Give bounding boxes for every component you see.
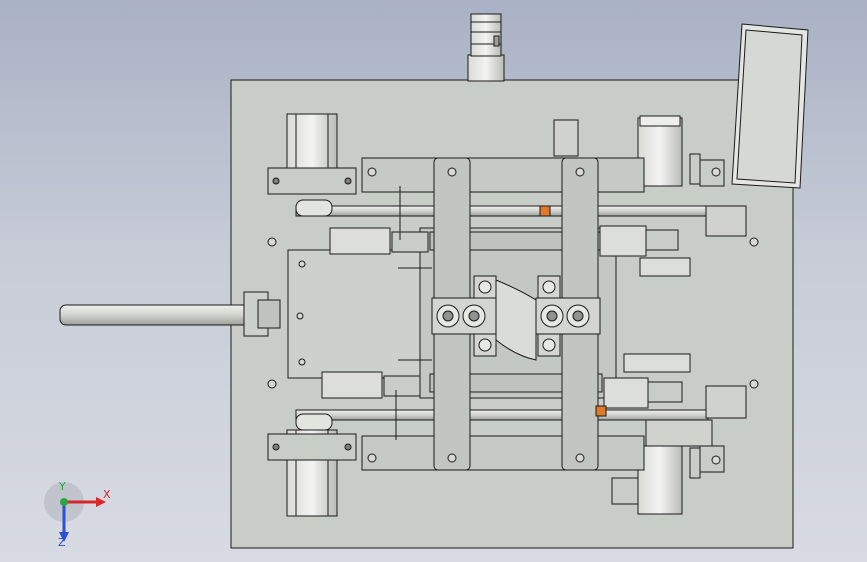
cylinder-top-right [599,225,647,257]
cylinder-bottom-left [321,371,383,399]
cylinder-top-left [329,227,391,255]
y-axis-label: Y [58,480,66,493]
bearing-block-left [431,297,497,335]
bottom-rail-plate [361,435,645,471]
left-cylinder-rod [59,291,281,337]
bottom-rod [295,409,709,421]
cylinder-bottom-right [603,377,649,409]
lower-guide-rail [429,373,603,393]
bracket-right-upper [705,205,747,237]
top-cylinder [467,13,505,82]
bearing-block-right [535,297,601,335]
top-rod [295,205,709,217]
axis-triad: X Y Z [40,478,120,549]
z-axis-label: Z [58,536,66,548]
control-panel [731,23,809,189]
right-top-motor [637,115,725,187]
bracket-right-lower [705,385,747,419]
top-rail-plate [361,157,645,193]
left-top-motor [267,113,357,195]
center-slide [287,249,429,379]
right-bottom-motor [611,445,725,515]
x-axis-label: X [103,488,111,501]
